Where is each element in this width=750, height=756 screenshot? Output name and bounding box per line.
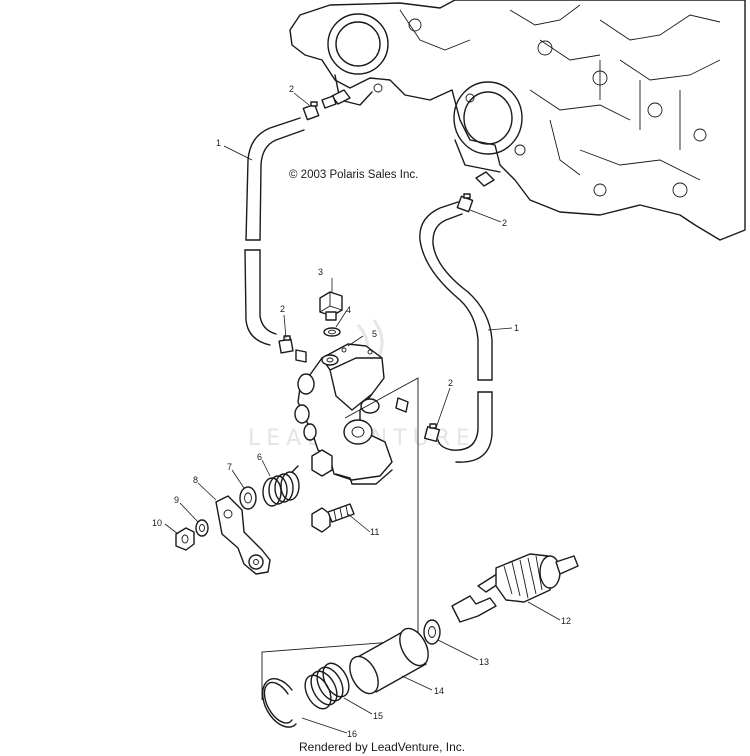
clamp-mid-left xyxy=(278,335,294,354)
clamp-top-left xyxy=(302,101,320,121)
callout-washer-arm: 7 xyxy=(227,462,232,472)
mount-bolt xyxy=(311,503,355,533)
callout-mount-bolt: 11 xyxy=(370,527,379,537)
callout-gear-spring: 15 xyxy=(373,711,383,721)
bushing xyxy=(349,627,429,695)
callout-spring: 6 xyxy=(257,452,262,462)
footer-credit: Rendered by LeadVenture, Inc. xyxy=(299,740,465,754)
clamp-top-right xyxy=(456,193,474,213)
callout-control-arm: 8 xyxy=(193,475,198,485)
hose-upper-left xyxy=(244,117,305,346)
banjo-bolt xyxy=(319,291,343,321)
callout-gear-washer: 13 xyxy=(479,657,489,667)
snap-ring xyxy=(261,678,297,728)
callout-washer-small: 4 xyxy=(346,305,351,315)
control-arm xyxy=(215,495,271,575)
callout-clamp-mid-right: 2 xyxy=(448,378,453,388)
washer-small xyxy=(323,327,341,337)
callout-hose-upper-left: 1 xyxy=(216,138,221,148)
nut xyxy=(175,527,195,551)
callout-bushing: 14 xyxy=(434,686,444,696)
callout-clamp-top-right: 2 xyxy=(502,218,507,228)
gear-spring xyxy=(304,662,350,710)
callout-banjo-bolt: 3 xyxy=(318,267,323,277)
spring xyxy=(262,465,300,507)
copyright-text: © 2003 Polaris Sales Inc. xyxy=(289,169,418,181)
gear-washer xyxy=(423,619,441,645)
callout-nut: 10 xyxy=(152,518,162,528)
washer-arm xyxy=(239,486,257,510)
lock-washer xyxy=(195,519,209,537)
fitting-pump-left xyxy=(295,349,307,363)
clamp-mid-right xyxy=(423,423,441,443)
leader-lines xyxy=(164,92,561,734)
fitting-top-left xyxy=(321,89,351,109)
callout-snap-ring: 16 xyxy=(347,729,357,739)
hose-right xyxy=(419,201,493,463)
oil-pump xyxy=(294,343,393,485)
callout-clamp-mid-left: 2 xyxy=(280,304,285,314)
callout-clamp-top-left: 2 xyxy=(289,84,294,94)
callout-oil-pump: 5 xyxy=(372,329,377,339)
drive-gear xyxy=(451,553,579,623)
fitting-pump-right xyxy=(395,397,409,413)
fitting-top-right xyxy=(475,171,495,187)
engine-cylinder-block xyxy=(289,0,746,241)
callout-drive-gear: 12 xyxy=(561,616,571,626)
callout-lock-washer: 9 xyxy=(174,495,179,505)
callout-hose-right: 1 xyxy=(514,323,519,333)
